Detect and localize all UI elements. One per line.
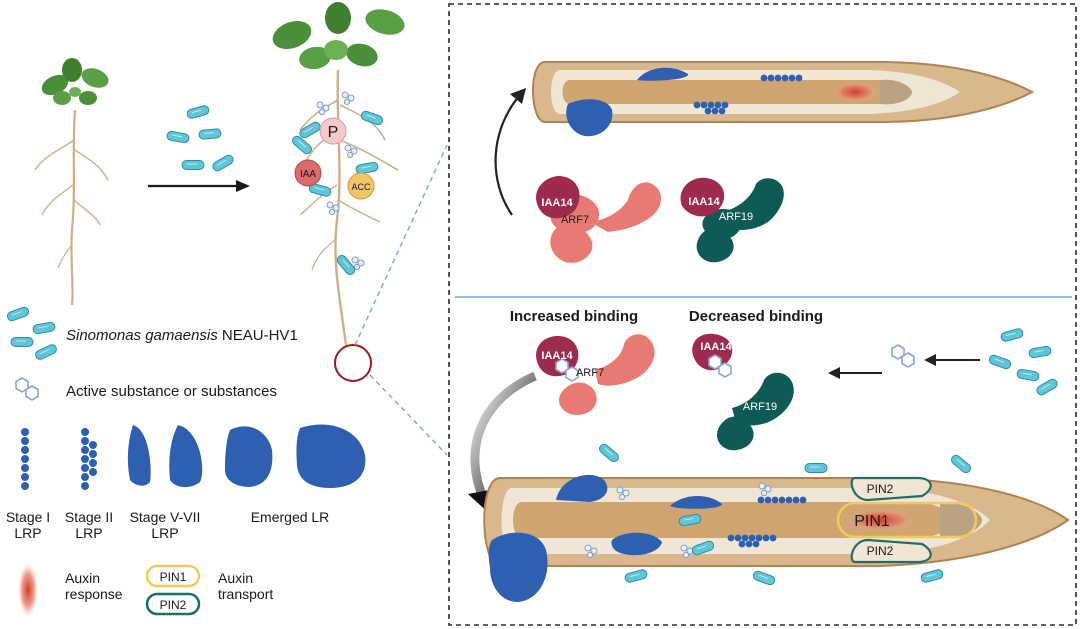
root-top <box>532 61 1035 137</box>
legend-stage-labels: Stage I LRP Stage II LRP Stage V-VII LRP… <box>6 509 329 541</box>
iaa14-unbound: IAA14 <box>692 333 732 378</box>
arrow-substance-release <box>828 344 980 379</box>
complex-iaa14-arf7-top: IAA14 ARF7 <box>536 176 662 263</box>
svg-text:transport: transport <box>218 586 273 602</box>
arf19-unbound: ARF19 <box>716 372 794 451</box>
pin2-top-label: PIN2 <box>850 476 932 502</box>
root-bottom <box>483 441 1070 602</box>
svg-text:Stage I: Stage I <box>6 509 50 525</box>
svg-text:ARF19: ARF19 <box>743 401 777 413</box>
arrow-inoculation <box>148 180 250 192</box>
legend-auxin-response: Auxin <box>65 570 100 586</box>
svg-text:ARF19: ARF19 <box>719 211 753 223</box>
svg-text:Stage V-VII: Stage V-VII <box>130 509 201 525</box>
bacteria-cluster-right <box>987 327 1060 397</box>
svg-text:PIN2: PIN2 <box>867 482 894 496</box>
svg-text:P: P <box>328 124 339 141</box>
seedling-before <box>34 58 109 306</box>
bacteria-cluster-top <box>165 104 236 173</box>
legend-stage57-icon <box>127 425 203 488</box>
increased-binding-title: Increased binding <box>510 308 638 325</box>
legend-auxin-transport: Auxin <box>218 570 253 586</box>
pin1-label: PIN1 <box>836 501 978 539</box>
legend-bacterium-icon <box>5 305 59 362</box>
zoom-panel-border <box>448 3 1077 626</box>
svg-text:ARF7: ARF7 <box>576 367 604 379</box>
svg-text:PIN2: PIN2 <box>160 598 187 612</box>
legend-bacterium-label: Sinomonas gamaensis NEAU-HV1 <box>66 327 298 344</box>
svg-text:LRP: LRP <box>14 525 41 541</box>
svg-text:LRP: LRP <box>151 525 178 541</box>
svg-text:PIN1: PIN1 <box>854 513 890 530</box>
svg-text:PIN1: PIN1 <box>160 570 187 584</box>
arrow-curved-top <box>494 88 526 216</box>
hormone-p: P <box>319 117 347 145</box>
hormone-iaa: IAA <box>294 159 322 187</box>
complex-iaa14-arf19-top: IAA14 ARF19 <box>680 177 784 263</box>
legend-stage2-icon <box>81 428 97 490</box>
svg-text:Emerged LR: Emerged LR <box>251 509 330 525</box>
svg-text:IAA14: IAA14 <box>541 197 573 209</box>
root-tip-highlight-circle <box>334 344 372 382</box>
seedling-after <box>272 2 405 346</box>
svg-text:ACC: ACC <box>351 182 371 192</box>
legend-stage1-icon <box>21 428 29 490</box>
legend-auxin-response-icon <box>18 563 38 617</box>
legend-active-substance: Active substance or substances <box>66 383 277 400</box>
legend-hex-icon <box>15 377 39 401</box>
legend-emerged-icon <box>225 424 366 488</box>
pin2-bottom-label: PIN2 <box>850 538 932 564</box>
svg-text:IAA14: IAA14 <box>541 350 573 362</box>
svg-text:LRP: LRP <box>75 525 102 541</box>
svg-text:IAA: IAA <box>300 169 316 180</box>
zoom-lines <box>354 144 448 456</box>
svg-text:IAA14: IAA14 <box>700 341 732 353</box>
svg-text:Stage II: Stage II <box>65 509 113 525</box>
svg-text:response: response <box>65 586 123 602</box>
complex-iaa14-arf7-bound: IAA14 ARF7 <box>536 334 655 415</box>
legend-pin2-icon: PIN2 <box>145 592 201 616</box>
svg-text:ARF7: ARF7 <box>561 214 589 226</box>
legend-pin1-icon: PIN1 <box>145 564 201 588</box>
svg-text:IAA14: IAA14 <box>688 196 720 208</box>
decreased-binding-title: Decreased binding <box>689 308 823 325</box>
hormone-acc: ACC <box>347 172 375 200</box>
svg-text:PIN2: PIN2 <box>867 544 894 558</box>
